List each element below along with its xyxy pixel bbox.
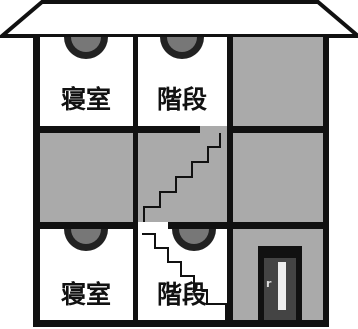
- room-label-bottom-middle: 階段: [157, 280, 207, 309]
- room-label-top-middle: 階段: [157, 85, 207, 114]
- room-top-right: [233, 37, 323, 126]
- room-middle-right: [233, 133, 323, 222]
- room-middle-left: [40, 133, 133, 222]
- staircase-icon: [142, 233, 227, 320]
- ceiling-lamp-icon: [172, 229, 216, 251]
- roof-icon: [0, 0, 358, 38]
- floor-opening-lower: [138, 222, 168, 229]
- ceiling-lamp-icon: [160, 37, 204, 59]
- door-letter: r: [266, 277, 272, 290]
- room-label-top-left: 寝室: [61, 85, 111, 114]
- floor-opening-upper: [200, 126, 227, 133]
- ceiling-lamp-icon: [64, 229, 108, 251]
- ceiling-lamp-icon: [64, 37, 108, 59]
- staircase-icon: [143, 133, 221, 222]
- room-label-bottom-left: 寝室: [61, 280, 111, 309]
- door-icon: r: [258, 246, 302, 320]
